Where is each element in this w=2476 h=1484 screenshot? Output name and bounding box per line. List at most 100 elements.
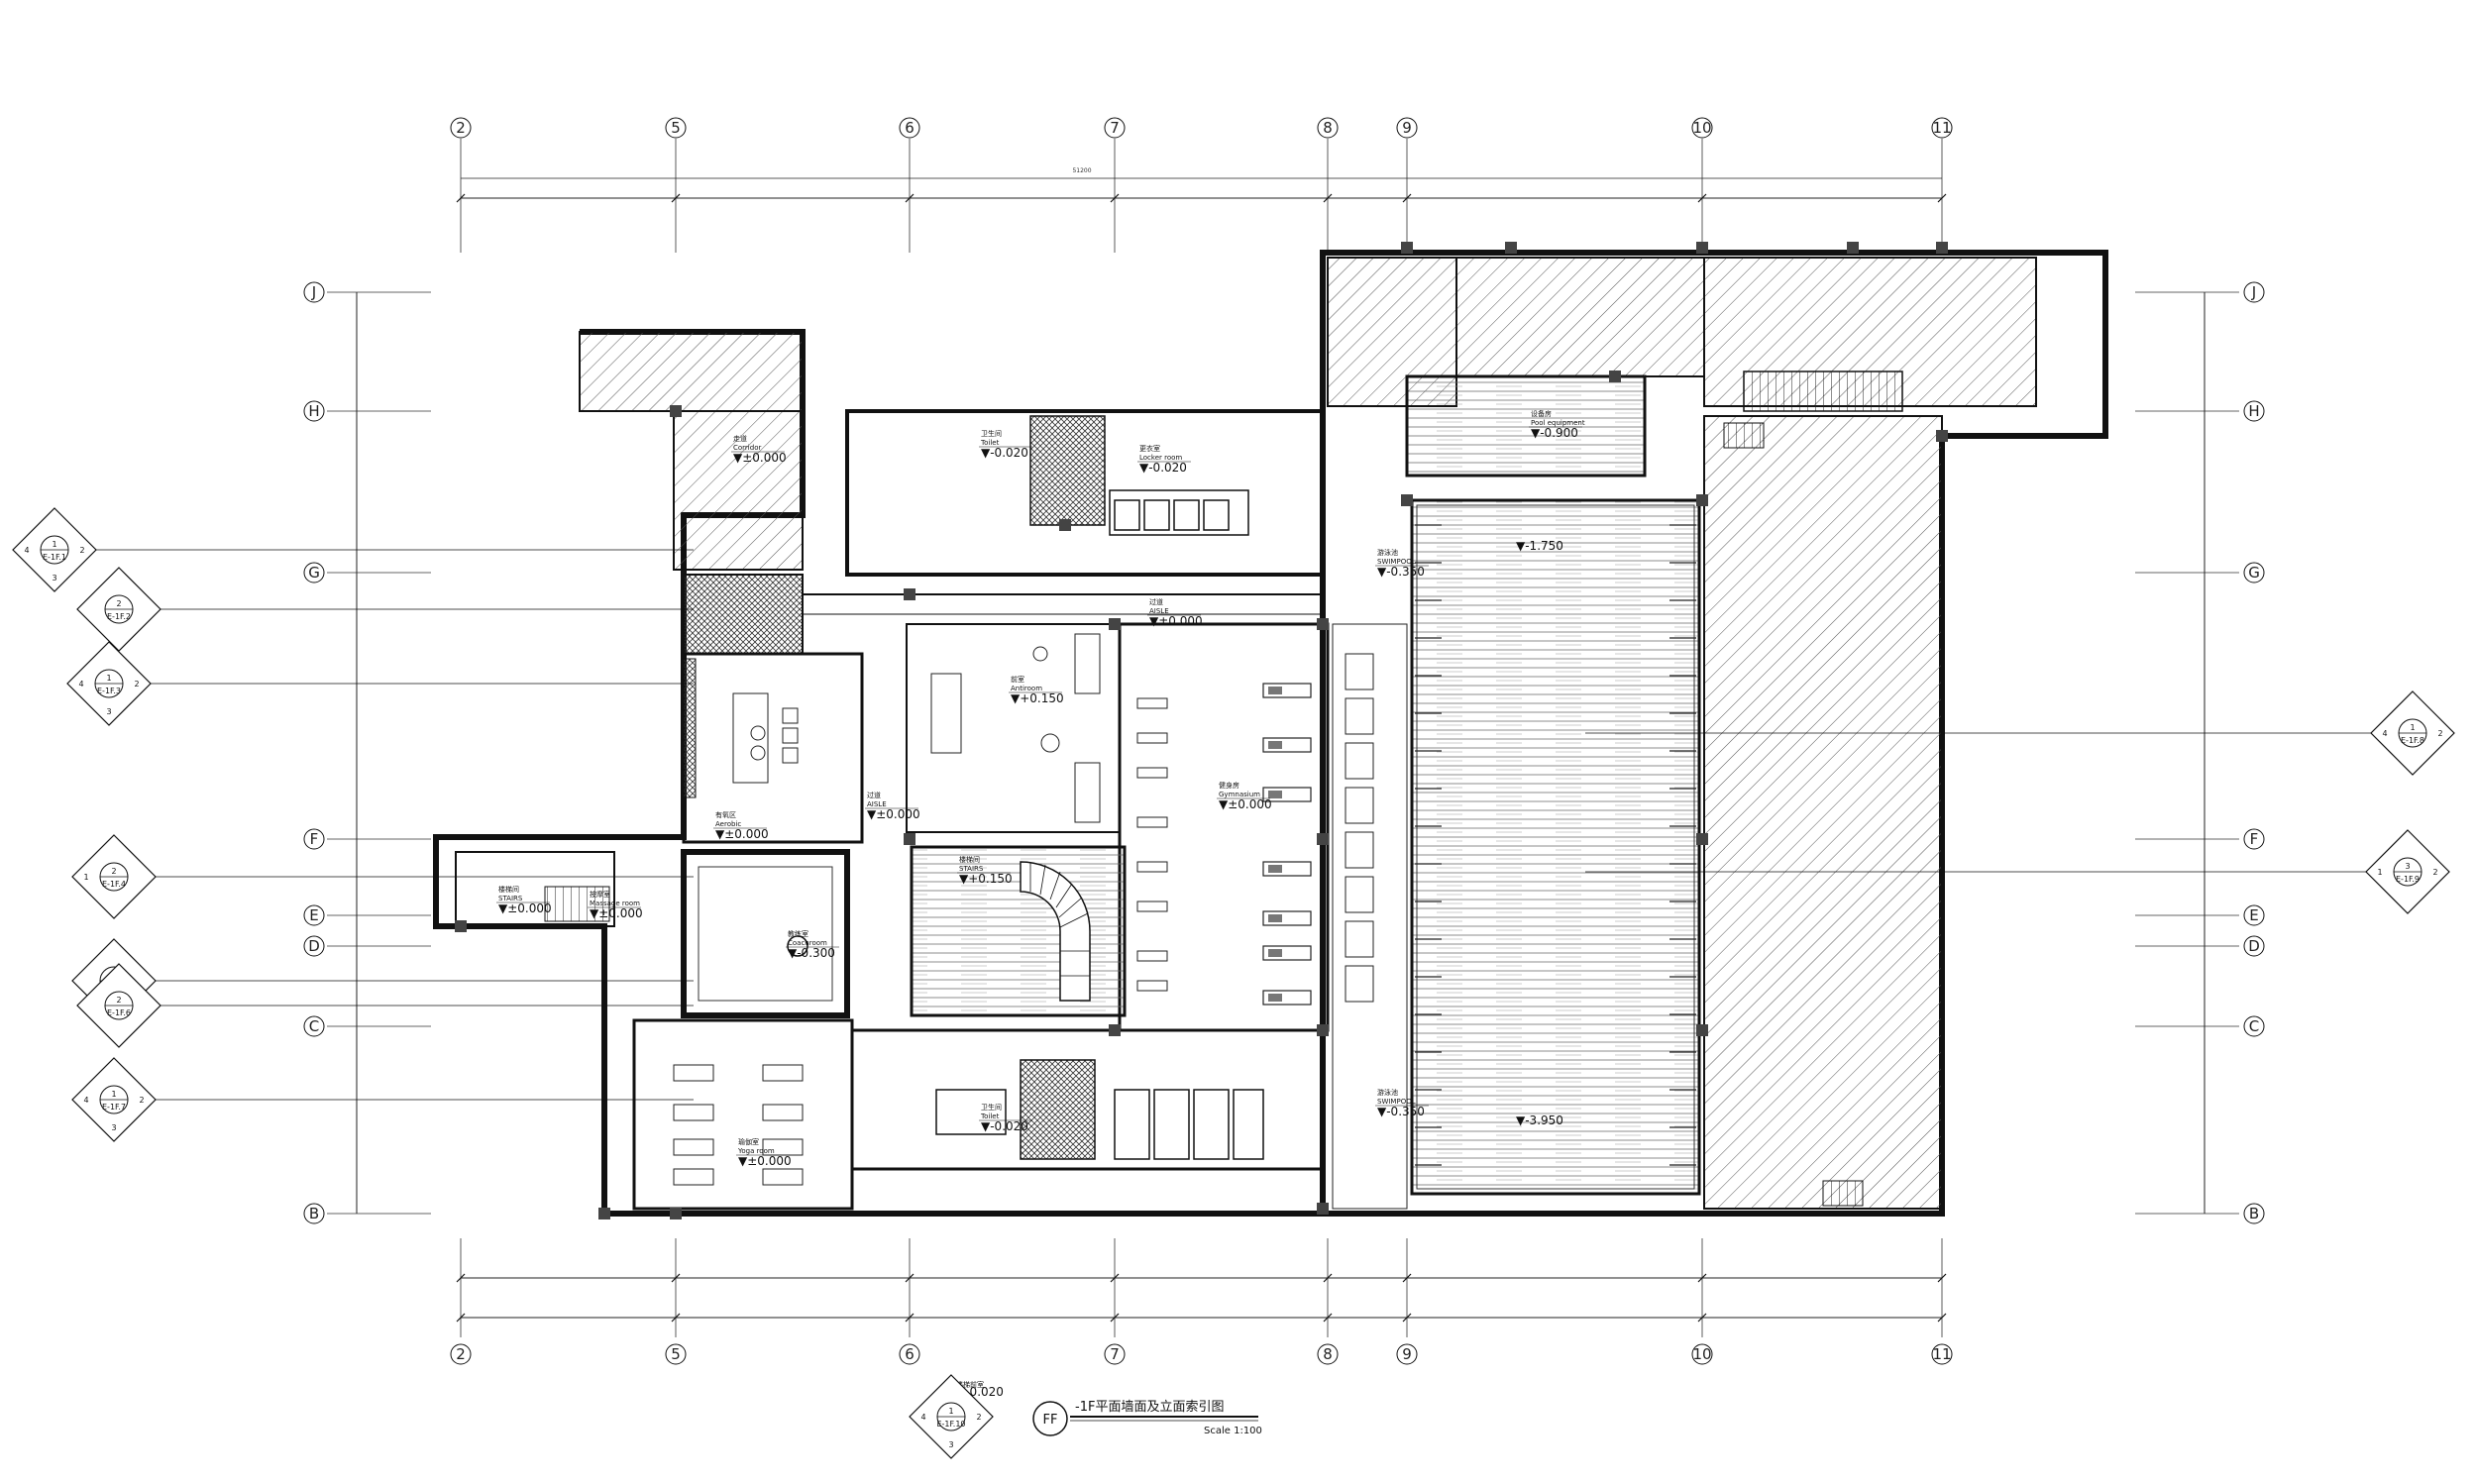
grid-bubble-col-11-bottom: 11 bbox=[1931, 1343, 1953, 1365]
room-name-en: Toilet bbox=[980, 1113, 1000, 1120]
room-name-en: Corridor bbox=[733, 444, 761, 452]
grid-bubble-col-5-bottom: 5 bbox=[665, 1343, 687, 1365]
room-name: 更衣室 bbox=[1139, 444, 1160, 453]
room-level: ▼±0.000 bbox=[1219, 797, 1272, 811]
grid-bubble-row-D-left: D bbox=[303, 935, 325, 957]
grid-label: F bbox=[2250, 830, 2259, 848]
index-cross-number: 4 bbox=[78, 680, 83, 689]
room-level: ▼+0.150 bbox=[959, 872, 1013, 886]
room-name-en: SWIMPOOL bbox=[1377, 1098, 1416, 1106]
room-name-en: Toilet bbox=[980, 439, 1000, 447]
room-name: 健身房 bbox=[1219, 781, 1239, 790]
grid-bubble-col-6-bottom: 6 bbox=[899, 1343, 920, 1365]
room-name-en: Coachroom bbox=[788, 939, 827, 947]
grid-bubble-col-2-top: 2 bbox=[450, 117, 472, 139]
grid-label: 2 bbox=[456, 1345, 466, 1363]
index-sheet: E-1F.10 bbox=[936, 1420, 965, 1429]
index-cross-number: 2 bbox=[79, 546, 84, 555]
index-sheet: E-1F.1 bbox=[43, 553, 66, 562]
room-level: ▼+0.150 bbox=[1011, 691, 1064, 705]
room-name: 前室 bbox=[1011, 675, 1024, 684]
index-sheet: E-1F.7 bbox=[102, 1103, 126, 1112]
grid-bubble-row-B-right: B bbox=[2243, 1203, 2265, 1224]
grid-bubble-col-7-top: 7 bbox=[1104, 117, 1126, 139]
room-name-en: Massage room bbox=[590, 900, 640, 907]
grid-label: C bbox=[309, 1017, 319, 1035]
index-symbol-i4: 2E-1F.41 bbox=[71, 834, 694, 919]
grid-label: D bbox=[2248, 937, 2260, 955]
room-name-en: Antiroom bbox=[1011, 685, 1042, 692]
room-name: 瑜伽室 bbox=[738, 1137, 759, 1146]
grid-bubble-row-G-right: G bbox=[2243, 562, 2265, 583]
grid-bubble-row-H-left: H bbox=[303, 400, 325, 422]
room-name-en: AISLE bbox=[1149, 607, 1169, 615]
index-cross-number: 4 bbox=[24, 546, 29, 555]
room-level: ▼±0.000 bbox=[590, 906, 643, 920]
grid-label: 10 bbox=[1692, 1345, 1711, 1363]
grid-bubble-row-C-right: C bbox=[2243, 1015, 2265, 1037]
grid-bubble-col-8-top: 8 bbox=[1317, 117, 1339, 139]
room-level: ▼-0.350 bbox=[1377, 1105, 1425, 1118]
grid-label: 9 bbox=[1402, 119, 1412, 137]
grid-bubble-row-E-right: E bbox=[2243, 904, 2265, 926]
index-cross-number: 1 bbox=[2377, 868, 2382, 877]
grid-bubble-col-10-bottom: 10 bbox=[1691, 1343, 1713, 1365]
grid-bubble-col-10-top: 10 bbox=[1691, 117, 1713, 139]
grid-label: E bbox=[309, 906, 318, 924]
index-cross-number: 4 bbox=[83, 1096, 88, 1105]
grid-bubble-row-G-left: G bbox=[303, 562, 325, 583]
grid-bubble-row-F-right: F bbox=[2243, 828, 2265, 850]
grid-bubble-row-E-left: E bbox=[303, 904, 325, 926]
index-number: 1 bbox=[106, 674, 111, 683]
room-level: ▼±0.000 bbox=[498, 901, 552, 915]
grid-label: H bbox=[308, 402, 319, 420]
grid-bubble-col-9-top: 9 bbox=[1396, 117, 1418, 139]
room-name: 有氧区 bbox=[715, 810, 736, 819]
grid-label: 8 bbox=[1323, 119, 1333, 137]
grid-label: G bbox=[308, 564, 320, 582]
room-name: 楼梯间 bbox=[498, 885, 519, 894]
room-name-en: SWIMPOOL bbox=[1377, 558, 1416, 566]
grid-label: 2 bbox=[456, 119, 466, 137]
room-label-pool_deep: ▼-1.750 bbox=[1516, 539, 1563, 553]
grid-label: 10 bbox=[1692, 119, 1711, 137]
index-symbol-i2: 2E-1F.2 bbox=[76, 567, 694, 652]
index-number: 3 bbox=[2405, 862, 2410, 871]
index-number: 1 bbox=[2410, 723, 2415, 732]
index-cross-number: 3 bbox=[111, 1123, 116, 1132]
room-level: ▼-0.350 bbox=[1377, 565, 1425, 579]
grid-label: 8 bbox=[1323, 1345, 1333, 1363]
room-level: ▼-0.020 bbox=[981, 1119, 1028, 1133]
room-name-en: Gymnasium bbox=[1219, 791, 1260, 798]
grid-bubble-col-9-bottom: 9 bbox=[1396, 1343, 1418, 1365]
grid-label: 11 bbox=[1932, 1345, 1951, 1363]
room-name: 走道 bbox=[733, 434, 747, 443]
index-symbol-i6: 2E-1F.6 bbox=[76, 963, 694, 1048]
grid-bubble-row-F-left: F bbox=[303, 828, 325, 850]
room-name-en: Pool equipment bbox=[1531, 419, 1585, 427]
grid-label: F bbox=[310, 830, 319, 848]
index-cross-number: 1 bbox=[83, 873, 88, 882]
room-level: ▼±0.000 bbox=[733, 451, 787, 465]
grid-label: 6 bbox=[905, 1345, 915, 1363]
index-sheet: E-1F.9 bbox=[2396, 875, 2420, 884]
room-name: 楼梯前室 bbox=[956, 1380, 984, 1389]
grid-bubble-row-J-right: J bbox=[2243, 281, 2265, 303]
index-number: 1 bbox=[948, 1407, 953, 1416]
room-name-en: STAIRS bbox=[498, 895, 523, 902]
drawing-title-tag: FF bbox=[1043, 1413, 1058, 1428]
index-cross-number: 2 bbox=[2437, 729, 2442, 738]
grid-bubble-col-6-top: 6 bbox=[899, 117, 920, 139]
drawing-title: -1F平面墙面及立面索引图 bbox=[1075, 1400, 1224, 1415]
grid-bubble-row-C-left: C bbox=[303, 1015, 325, 1037]
index-number: 1 bbox=[52, 540, 56, 549]
index-sheet: E-1F.2 bbox=[107, 612, 131, 621]
